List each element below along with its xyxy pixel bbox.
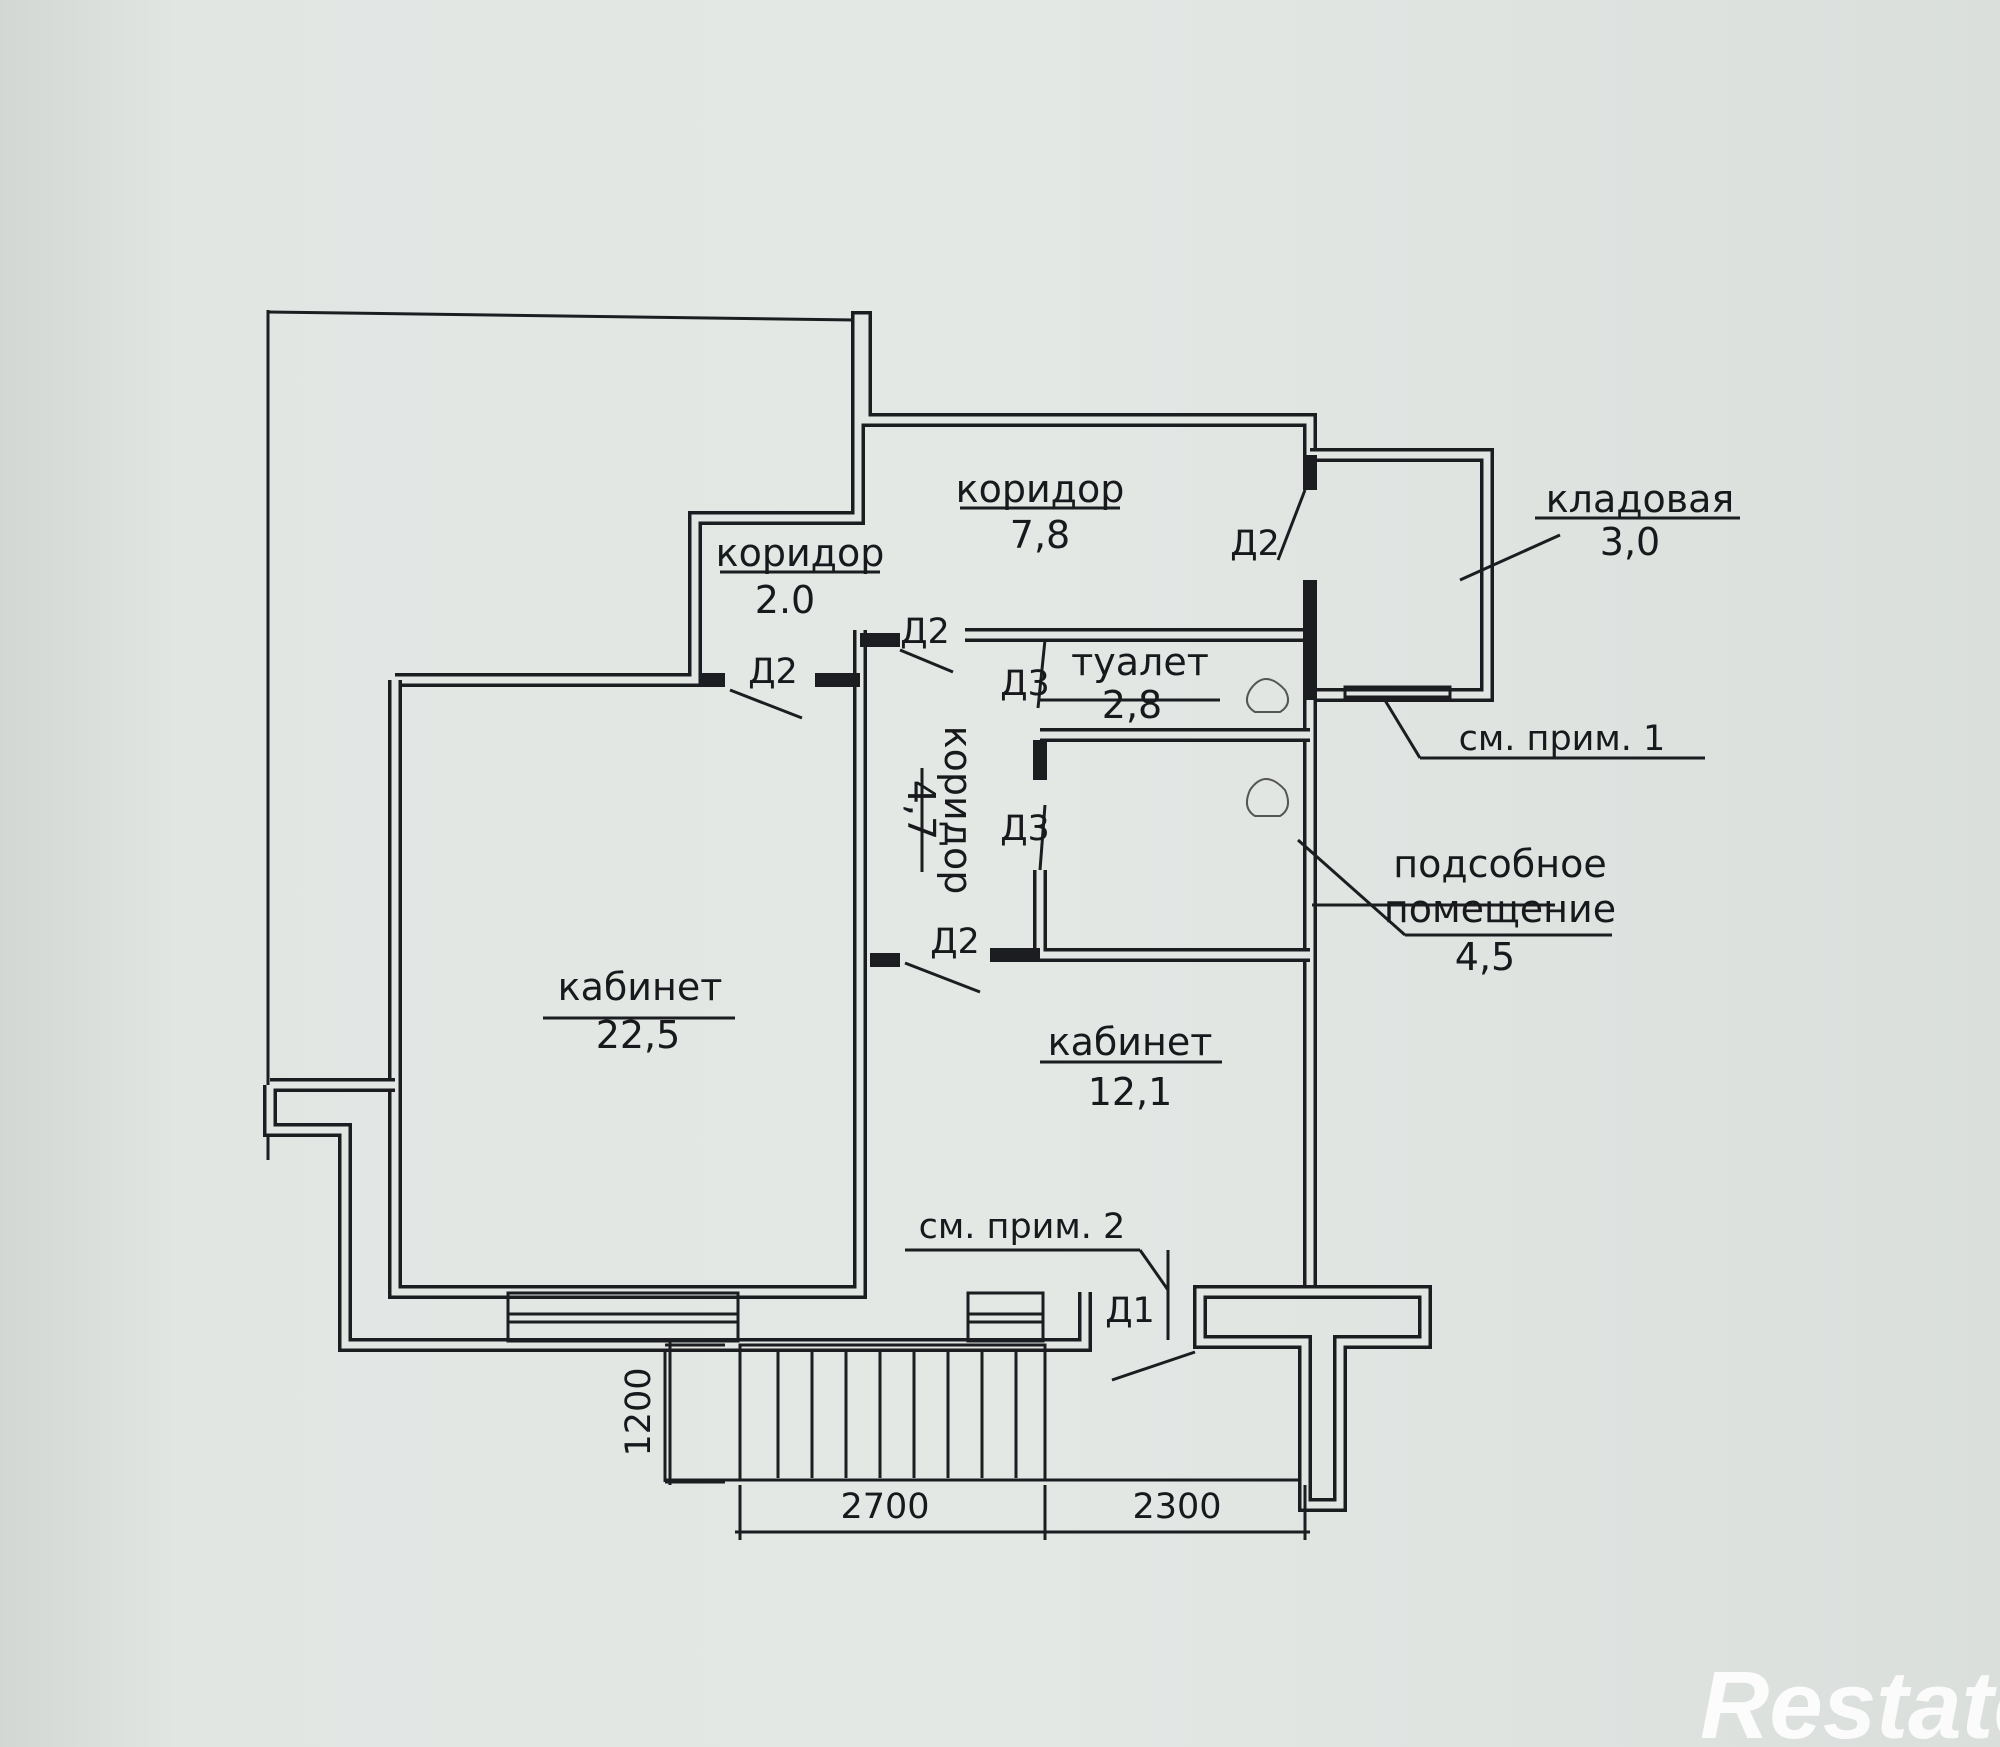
room-name-toilet: туалет xyxy=(1071,640,1209,684)
door-label-toilet: Д3 xyxy=(1000,664,1050,704)
dimension-stair-width: 2700 xyxy=(840,1487,929,1527)
door-labels: Д2 Д2 Д2 Д3 Д3 Д2 Д1 xyxy=(748,524,1280,1331)
watermark: Restate xyxy=(1700,1652,2000,1747)
door-label-office-small: Д2 xyxy=(930,922,980,962)
notes: см. прим. 1 см. прим. 2 xyxy=(919,719,1666,1247)
door-label-corridor-mid: Д2 xyxy=(900,612,950,652)
toilet-icon xyxy=(1245,678,1290,713)
watermark-text: Restate xyxy=(1700,1652,2000,1747)
door-label-entrance: Д1 xyxy=(1105,1291,1155,1331)
note-1: см. прим. 1 xyxy=(1459,719,1666,759)
door-swings xyxy=(729,489,1307,1382)
room-name-storage: кладовая xyxy=(1546,477,1735,521)
door-label-utility: Д3 xyxy=(1000,809,1050,849)
room-name-office-small: кабинет xyxy=(1048,1020,1213,1064)
room-area-corridor-small: 2.0 xyxy=(755,578,815,622)
dimension-stair-depth: 1200 xyxy=(619,1367,659,1456)
entrance-stair xyxy=(738,1343,1047,1482)
room-area-corridor-upper: 7,8 xyxy=(1010,513,1070,557)
plumbing-fixtures xyxy=(1245,678,1290,817)
room-name-office-large: кабинет xyxy=(558,965,723,1009)
walls xyxy=(263,311,1494,1512)
room-area-office-large: 22,5 xyxy=(596,1013,681,1057)
door-label-corridor-small: Д2 xyxy=(748,652,798,692)
room-labels: коридор 7,8 коридор 2.0 кладовая 3,0 туа… xyxy=(558,467,1735,1114)
room-name-utility-line2: помещение xyxy=(1384,887,1616,931)
leader-lines xyxy=(543,506,1740,1340)
dimension-lines xyxy=(665,1340,1310,1540)
room-name-corridor-vertical: коридор xyxy=(936,726,980,895)
room-area-storage: 3,0 xyxy=(1600,520,1660,564)
note-2: см. прим. 2 xyxy=(919,1207,1126,1247)
dimension-entrance-width: 2300 xyxy=(1132,1487,1221,1527)
room-area-toilet: 2,8 xyxy=(1102,683,1162,727)
room-area-office-small: 12,1 xyxy=(1088,1070,1173,1114)
dimension-labels: 1200 2700 2300 xyxy=(619,1367,1222,1527)
room-name-corridor-upper: коридор xyxy=(956,467,1125,511)
room-area-utility: 4,5 xyxy=(1455,935,1515,979)
room-name-corridor-small: коридор xyxy=(716,531,885,575)
room-name-utility-line1: подсобное xyxy=(1393,842,1606,886)
room-area-corridor-vertical: 4,7 xyxy=(899,780,943,840)
sink-icon xyxy=(1245,778,1290,817)
door-label-storage: Д2 xyxy=(1230,524,1280,564)
